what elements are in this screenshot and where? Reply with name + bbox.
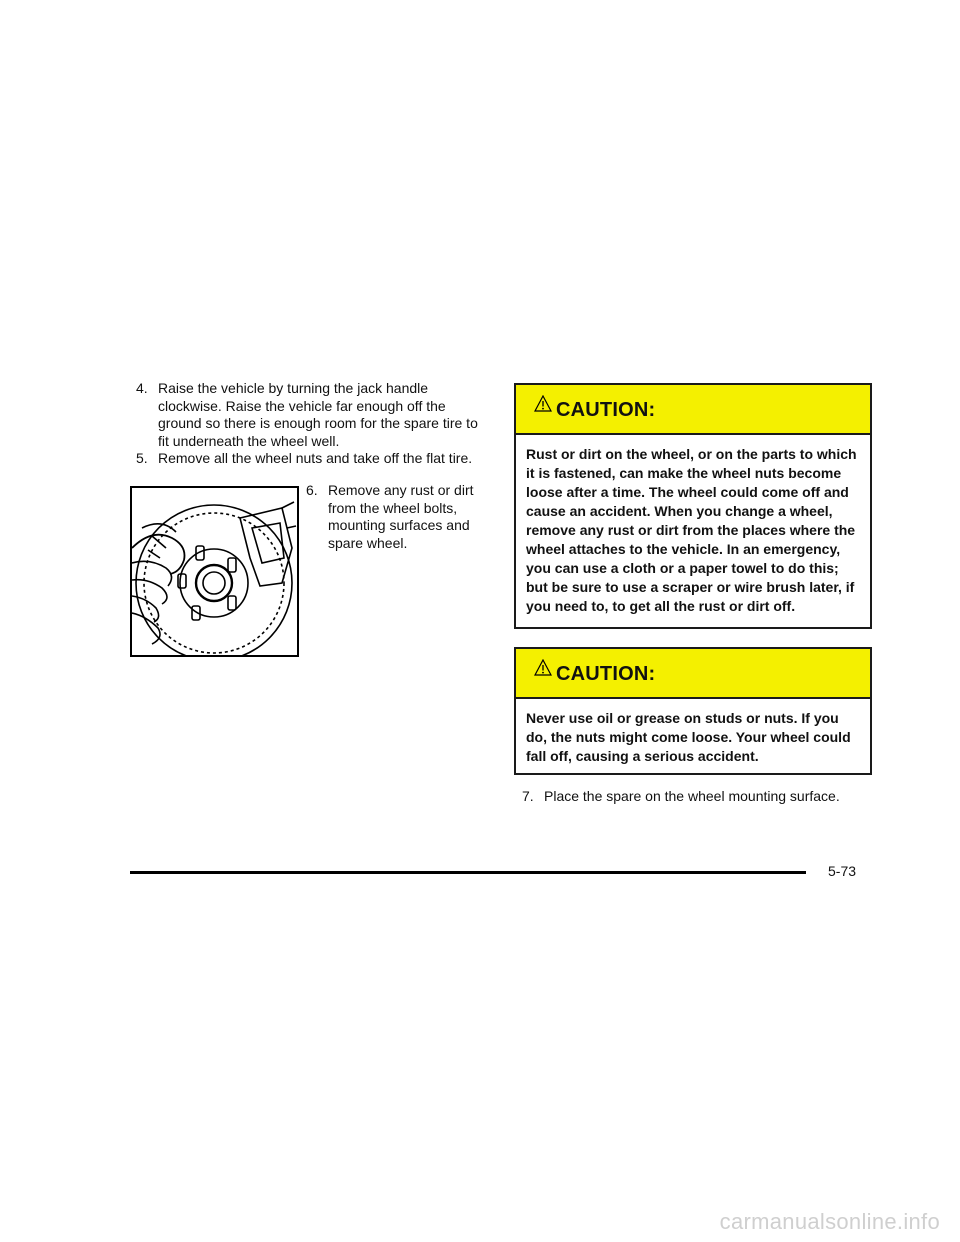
page-number: 5-73 — [828, 863, 857, 879]
caution-header: CAUTION: — [516, 385, 870, 435]
step-text: Place the spare on the wheel mounting su… — [544, 788, 840, 804]
step-4: 4. Raise the vehicle by turning the jack… — [136, 380, 492, 450]
caution-text: Never use oil or grease on studs or nuts… — [526, 710, 851, 764]
caution-title: CAUTION: — [556, 663, 656, 685]
warning-triangle-icon — [534, 659, 552, 676]
caution-text: Rust or dirt on the wheel, or on the par… — [526, 446, 857, 614]
caution-header: CAUTION: — [516, 649, 870, 699]
watermark: carmanualsonline.info — [719, 1209, 940, 1234]
footer-rule — [130, 871, 806, 874]
step-text: Remove any rust or dirt from the wheel b… — [328, 482, 474, 551]
step-number: 6. — [306, 482, 318, 498]
step-text: Remove all the wheel nuts and take off t… — [158, 450, 473, 466]
step-number: 4. — [136, 380, 148, 396]
step-7: 7. Place the spare on the wheel mounting… — [522, 788, 882, 806]
caution-title: CAUTION: — [556, 399, 656, 421]
wheel-hub-cleaning-illustration — [130, 486, 299, 657]
step-number: 5. — [136, 450, 148, 466]
caution-box-rust: CAUTION: Rust or dirt on the wheel, or o… — [514, 383, 872, 629]
step-6: 6. Remove any rust or dirt from the whee… — [306, 482, 496, 552]
step-5: 5. Remove all the wheel nuts and take of… — [136, 450, 496, 468]
step-number: 7. — [522, 788, 534, 804]
step-text: Raise the vehicle by turning the jack ha… — [158, 380, 478, 449]
warning-triangle-icon — [534, 395, 552, 412]
caution-box-oil: CAUTION: Never use oil or grease on stud… — [514, 647, 872, 775]
